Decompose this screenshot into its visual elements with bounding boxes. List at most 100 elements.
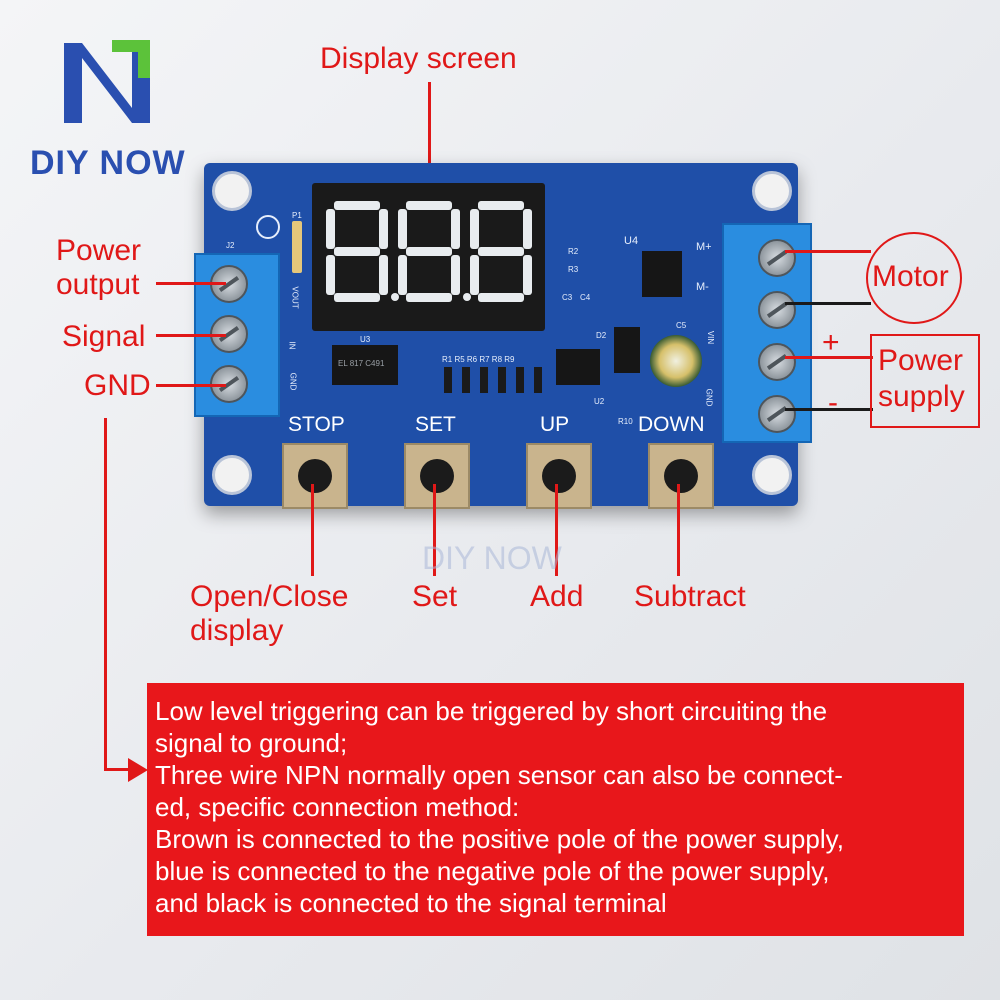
silk-vin: VIN [706,330,716,345]
pcb-board: J2 P1 U3 U4 U2 M+ M- C5 D2 R2 R3 C3 C4 R… [194,163,812,509]
callout-motor: Motor [872,260,949,293]
silk-u4: U4 [624,235,639,247]
display-digit [398,201,460,302]
silk-c5: C5 [676,321,687,330]
callout-line-motor-top [785,250,871,253]
callout-open-close-line1: Open/Close [190,580,349,613]
callout-line-motor-bottom [785,302,871,305]
callout-line-gnd [156,384,226,387]
callout-line-down [677,484,680,576]
mount-hole [752,171,792,211]
mount-hole [212,171,252,211]
callout-line-signal [156,334,226,337]
callout-line-display [428,82,431,186]
set-button[interactable] [404,443,470,509]
screw-gnd-right [758,395,796,433]
note-line: ed, specific connection method: [155,792,520,822]
callout-line-stop [311,484,314,576]
callout-line-power-output [156,282,226,285]
callout-power-supply-line2: supply [878,380,965,413]
note-line: signal to ground; [155,728,348,758]
callout-signal: Signal [62,320,146,353]
button-label-down: DOWN [638,413,705,436]
silk-r-row: R1 R5 R6 R7 R8 R9 [442,355,515,364]
note-line: blue is connected to the negative pole o… [155,856,830,886]
diode-d2 [614,327,640,373]
terminal-block-right [722,223,812,443]
board-logo-icon [256,215,280,239]
silk-m-minus: M- [696,281,709,293]
logo-text: DIY NOW [30,144,186,182]
logo-icon [64,40,150,123]
gnd-arrow-vertical [104,418,107,770]
seven-segment-display [312,183,545,331]
instructions-note: Low level triggering can be triggered by… [147,683,964,936]
note-line: Brown is connected to the positive pole … [155,824,844,854]
callout-line-set [433,484,436,576]
callout-minus: - [828,386,838,419]
note-line: Three wire NPN normally open sensor can … [155,760,843,790]
button-cap [542,459,576,493]
button-label-up: UP [540,413,570,436]
silk-c4: C4 [580,293,591,302]
brand-logo: DIY NOW [30,28,190,188]
silk-gnd-right: GND [704,388,714,407]
callout-line-plus [785,356,873,359]
callout-gnd: GND [84,369,151,402]
button-label-stop: STOP [288,413,345,436]
resistor-row [444,367,550,393]
screw-motor-minus [758,291,796,329]
silk-gnd: GND [288,372,298,391]
callout-add: Add [530,580,584,613]
callout-power-output-line2: output [56,268,140,301]
decimal-point [463,293,471,301]
callout-power-supply-line1: Power [878,344,964,377]
display-digit [470,201,532,302]
silk-c3: C3 [562,293,573,302]
button-cap [664,459,698,493]
up-button[interactable] [526,443,592,509]
silk-r2: R2 [568,247,579,256]
decimal-point [391,293,399,301]
note-line: and black is connected to the signal ter… [155,888,667,918]
callout-power-output-line1: Power [56,234,142,267]
screw-vin [758,343,796,381]
watermark: DIY NOW [422,540,562,576]
power-supply-box: Power supply [870,334,980,428]
silk-p1: P1 [292,211,302,220]
mount-hole [212,455,252,495]
button-cap [420,459,454,493]
silk-j2: J2 [226,241,235,250]
silk-r3: R3 [568,265,579,274]
callout-display-screen: Display screen [320,42,517,75]
silk-in: IN [287,341,297,350]
capacitor-c5 [650,335,702,387]
down-button[interactable] [648,443,714,509]
button-cap [298,459,332,493]
arrow-right-icon [128,758,148,782]
button-label-set: SET [415,413,456,436]
display-digit [326,201,388,302]
callout-set: Set [412,580,458,613]
gnd-arrow-horizontal [104,768,134,771]
callout-line-up [555,484,558,576]
mount-hole [752,455,792,495]
optocoupler-chip: EL 817 C491 [332,345,398,385]
silk-m-plus: M+ [696,241,712,253]
callout-line-minus [785,408,873,411]
silk-u3: U3 [360,335,371,344]
chip-label: EL 817 C491 [338,359,385,368]
header-p1 [292,221,302,273]
screw-motor-plus [758,239,796,277]
chip-u4 [642,251,682,297]
motor-circle: Motor [866,232,962,324]
transistor [556,349,600,385]
stop-button[interactable] [282,443,348,509]
callout-subtract: Subtract [634,580,746,613]
note-line: Low level triggering can be triggered by… [155,696,828,726]
silk-u2: U2 [594,397,605,406]
callout-plus: + [822,326,840,359]
callout-open-close-line2: display [190,614,284,647]
silk-d2: D2 [596,331,607,340]
terminal-block-left [194,253,280,417]
